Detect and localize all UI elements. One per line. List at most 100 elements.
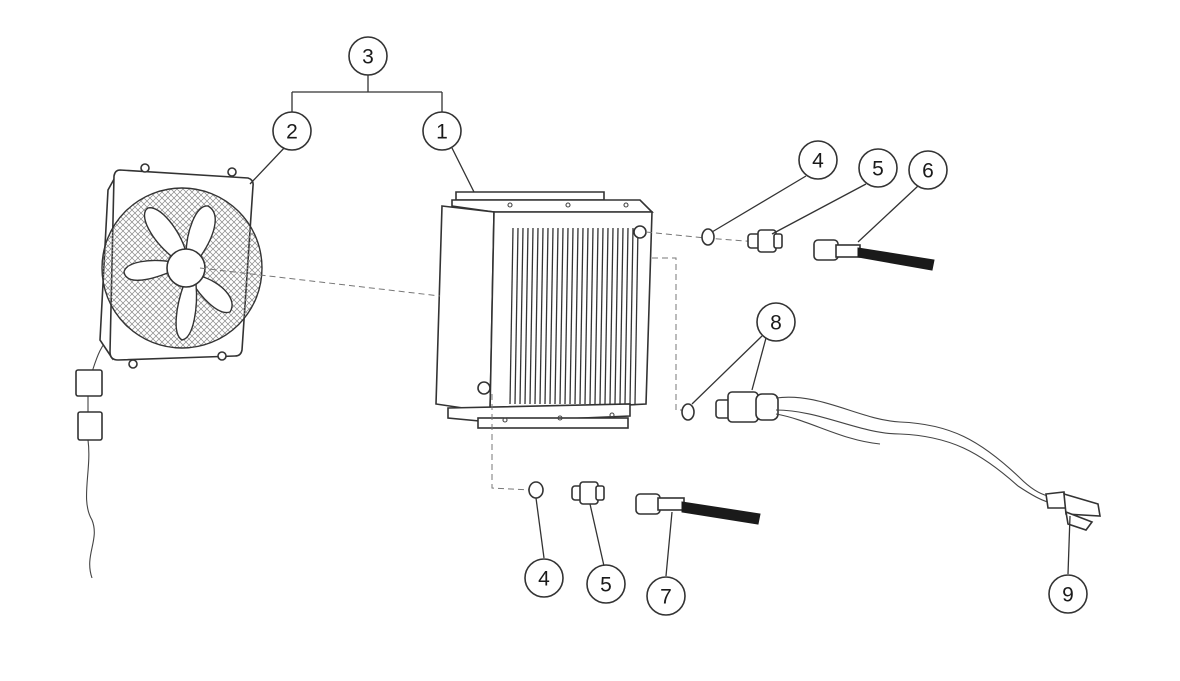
leader-1: [451, 147, 475, 193]
callout-5-upper-label: 5: [872, 158, 884, 181]
leader-5a: [771, 183, 867, 235]
exchanger-upper-port: [633, 225, 647, 239]
exchanger-fin: [549, 227, 554, 405]
fan-connector-lower: [77, 411, 103, 441]
sensor-port-line: [652, 257, 686, 411]
exchanger-fin: [534, 227, 539, 405]
leader-6: [857, 185, 919, 243]
callout-2-label: 2: [286, 121, 298, 144]
exchanger-fin: [559, 227, 564, 405]
exchanger-fin: [599, 227, 604, 405]
callout-9-label: 9: [1062, 584, 1074, 607]
exchanger-lower-port: [477, 381, 491, 395]
callouts: 3 2 1 4 5 6 8 4 5 7 9: [272, 36, 1088, 616]
exchanger-fin: [519, 227, 524, 405]
fan-hub: [166, 248, 206, 288]
exchanger-side: [435, 205, 495, 413]
lower-port-line: [491, 394, 531, 491]
exchanger-fin: [634, 227, 639, 405]
callout-5-lower: 5: [586, 564, 626, 604]
bracket-3: [291, 74, 443, 112]
exchanger-fin: [594, 227, 599, 405]
exchanger-fin: [529, 227, 534, 405]
lower-fitting-set: [528, 481, 761, 525]
callout-8-label: 8: [770, 312, 782, 335]
leader-2: [249, 145, 287, 185]
callout-9: 9: [1048, 574, 1088, 614]
sensor-terminal: [1045, 491, 1101, 531]
exchanger-fin: [514, 227, 519, 405]
exchanger-fin: [524, 227, 529, 405]
exchanger-fin: [584, 227, 589, 405]
callout-1-label: 1: [436, 121, 448, 144]
exchanger-fin: [554, 227, 559, 405]
leader-7: [665, 511, 673, 577]
fan-blades: [123, 205, 233, 341]
heat-exchanger: [435, 191, 654, 429]
sensor-wires: [775, 396, 1049, 503]
exchanger-fin: [604, 227, 609, 405]
exchanger-fin: [614, 227, 619, 405]
exchanger-fin: [539, 227, 544, 405]
leader-9: [1067, 515, 1071, 575]
lower-hose-body: [681, 501, 761, 525]
sensor-o-ring: [681, 403, 695, 421]
callout-8: 8: [756, 302, 796, 342]
callout-1: 1: [422, 111, 462, 151]
callout-7-label: 7: [660, 586, 672, 609]
temperature-sensor: [681, 391, 1101, 531]
exchanger-fin: [579, 227, 584, 405]
exchanger-fin: [544, 227, 549, 405]
fan-assembly: [75, 163, 263, 579]
exchanger-fin: [509, 227, 514, 405]
leader-4b: [535, 497, 545, 559]
fan-connector-upper: [75, 369, 103, 397]
callout-2: 2: [272, 111, 312, 151]
exchanger-fin: [589, 227, 594, 405]
exchanger-bottom-plate: [477, 417, 629, 429]
leader-lines: [249, 74, 1071, 577]
exchanger-screw: [609, 412, 615, 418]
callout-3-label: 3: [362, 46, 374, 69]
exchanger-screw: [502, 417, 508, 423]
callout-5-lower-label: 5: [600, 574, 612, 597]
fan-mount-tab: [140, 163, 150, 173]
callout-4-upper: 4: [798, 140, 838, 180]
exchanger-screw: [565, 202, 571, 208]
upper-hose-body: [857, 247, 935, 271]
callout-3: 3: [348, 36, 388, 76]
leader-8b: [751, 337, 767, 391]
exchanger-fin: [569, 227, 574, 405]
lower-o-ring: [528, 481, 544, 499]
leader-5b: [589, 503, 605, 567]
exchanger-fin: [564, 227, 569, 405]
callout-4-lower: 4: [524, 558, 564, 598]
leader-8a: [691, 335, 763, 405]
exchanger-fin: [574, 227, 579, 405]
callout-5-upper: 5: [858, 148, 898, 188]
upper-hose: [813, 239, 935, 271]
exchanger-screw: [507, 202, 513, 208]
callout-4-lower-label: 4: [538, 568, 550, 591]
fan-mount-tab: [128, 359, 138, 369]
sensor-body: [715, 391, 779, 423]
fan-to-exchanger-line: [199, 267, 441, 297]
lower-hose: [635, 493, 761, 525]
upper-adapter: [747, 229, 783, 253]
exchanger-fin: [619, 227, 624, 405]
callout-6: 6: [908, 150, 948, 190]
exchanger-fin: [624, 227, 629, 405]
lower-adapter: [571, 481, 605, 505]
fan-mount-tab: [227, 167, 237, 177]
fan-mount-tab: [217, 351, 227, 361]
upper-o-ring: [701, 228, 715, 246]
callout-6-label: 6: [922, 160, 934, 183]
exchanger-fins: [509, 227, 639, 405]
exchanger-fin: [609, 227, 614, 405]
exchanger-screw: [557, 415, 563, 421]
exchanger-screw: [623, 202, 629, 208]
upper-fitting-set: [701, 228, 935, 271]
exchanger-fin: [629, 227, 634, 405]
callout-7: 7: [646, 576, 686, 616]
